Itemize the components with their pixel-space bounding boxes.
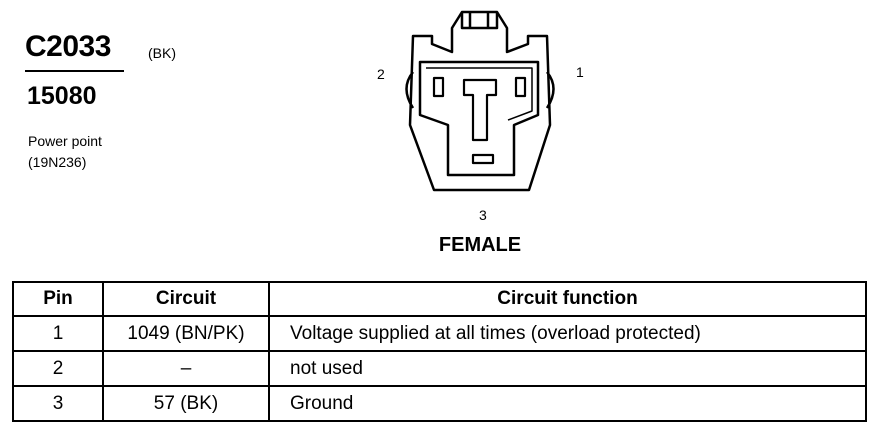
pin-1-cavity: [514, 76, 527, 98]
right-ear: [545, 71, 555, 109]
pin-label-2: 2: [377, 66, 385, 82]
cell-function: not used: [268, 350, 867, 387]
table-header-row: Pin Circuit Circuit function: [12, 281, 867, 317]
header-pin: Pin: [12, 281, 104, 317]
header-circuit-function: Circuit function: [268, 281, 867, 317]
description-line-2: (19N236): [28, 154, 87, 170]
connector-face-diagram: [405, 10, 555, 192]
connector-latch: [460, 12, 499, 30]
pinout-table: Pin Circuit Circuit function 1 1049 (BN/…: [12, 281, 867, 422]
id-underline: [25, 70, 124, 72]
connector-color: (BK): [148, 45, 176, 61]
cell-circuit: 1049 (BN/PK): [102, 315, 270, 352]
table-row: 1 1049 (BN/PK) Voltage supplied at all t…: [12, 315, 867, 352]
cell-function: Ground: [268, 385, 867, 422]
pin-label-1: 1: [576, 64, 584, 80]
description-line-1: Power point: [28, 133, 102, 149]
pin-2-cavity: [432, 76, 445, 98]
table-row: 3 57 (BK) Ground: [12, 385, 867, 422]
cell-function: Voltage supplied at all times (overload …: [268, 315, 867, 352]
cell-pin: 1: [12, 315, 104, 352]
view-label: FEMALE: [438, 234, 522, 256]
keyway-slot: [471, 153, 495, 165]
pin-label-3: 3: [479, 207, 487, 223]
cell-circuit: 57 (BK): [102, 385, 270, 422]
cell-circuit: –: [102, 350, 270, 387]
connector-shell: [408, 10, 552, 192]
part-number: 15080: [27, 82, 97, 110]
left-ear: [405, 71, 415, 109]
pin-3-cavity: [462, 78, 498, 142]
table-row: 2 – not used: [12, 350, 867, 387]
cell-pin: 2: [12, 350, 104, 387]
inner-face: [418, 60, 540, 177]
connector-id: C2033: [25, 30, 111, 63]
connector-description: Power point (19N236): [28, 131, 102, 173]
cell-pin: 3: [12, 385, 104, 422]
header-circuit: Circuit: [102, 281, 270, 317]
